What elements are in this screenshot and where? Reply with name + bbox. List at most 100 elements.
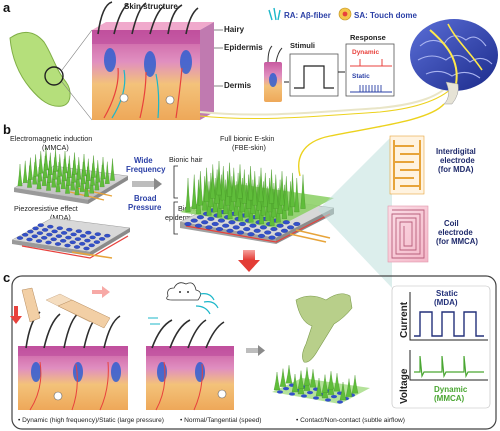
voltage-axis-label: Voltage bbox=[399, 368, 410, 404]
fbe-label-2: (FBE-skin) bbox=[232, 143, 266, 152]
fbe-hair-spike bbox=[279, 171, 285, 206]
fbe-dome bbox=[207, 216, 215, 221]
bionic-hair-spike bbox=[38, 151, 44, 174]
touch-dome bbox=[325, 398, 331, 402]
fbe-dome bbox=[190, 218, 198, 223]
panel-c: c bbox=[3, 270, 497, 430]
bracket-hair bbox=[173, 165, 178, 199]
zoom-line-top bbox=[61, 29, 93, 71]
bionic-dome bbox=[88, 243, 95, 248]
bracket-ed bbox=[173, 201, 178, 235]
bionic-hair-spike bbox=[85, 158, 91, 181]
bionic-dome bbox=[84, 238, 91, 243]
bionic-dome bbox=[47, 224, 54, 229]
fbe-dome bbox=[205, 225, 213, 230]
fbe-dome bbox=[238, 221, 246, 227]
fbe-dome bbox=[232, 225, 240, 230]
bionic-dome bbox=[70, 232, 77, 237]
fbe-hair-spike bbox=[216, 160, 222, 196]
bionic-dome bbox=[75, 229, 82, 234]
piezo-label-1: Piezoresistive effect bbox=[14, 204, 78, 213]
bionic-hair-spike bbox=[72, 152, 77, 175]
fbe-dome bbox=[211, 221, 219, 227]
static-signal-label-2: (MDA) bbox=[434, 298, 458, 307]
fbe-dome bbox=[196, 215, 204, 220]
interdigital-label-3: (for MDA) bbox=[438, 165, 474, 174]
bionic-dome bbox=[104, 233, 111, 238]
dynamic-signal-label-1: Dynamic bbox=[434, 385, 468, 394]
signal-box bbox=[391, 285, 491, 409]
touch-hair-spike bbox=[297, 370, 305, 389]
mda-layer-illustration bbox=[11, 217, 131, 259]
fbe-hair-spike bbox=[252, 171, 258, 206]
nerve-wire-yellow bbox=[199, 83, 457, 120]
response-label: Response bbox=[350, 33, 386, 42]
fbe-dome bbox=[243, 227, 251, 232]
touch-dome bbox=[301, 394, 307, 398]
bionic-dome bbox=[55, 234, 63, 238]
skin-sample-small bbox=[264, 45, 283, 102]
panel-a: a Skin structure Hairy Epidermis Dermis bbox=[3, 0, 498, 121]
fbe-dome bbox=[226, 228, 234, 233]
voltage-axes bbox=[409, 350, 488, 381]
fbe-hair-spike bbox=[226, 162, 233, 197]
touch-hair-spike bbox=[339, 381, 347, 401]
arm-illustration bbox=[9, 32, 71, 107]
touch-dome bbox=[289, 392, 295, 396]
skin-block-a bbox=[92, 1, 214, 120]
dynamic-signal-label-2: (MMCA) bbox=[434, 394, 465, 403]
panel-c-letter: c bbox=[3, 270, 10, 285]
fbe-dome bbox=[293, 221, 301, 227]
interdigital-label-2: electrode bbox=[440, 156, 475, 165]
fbe-dome bbox=[287, 225, 295, 230]
bionic-dome bbox=[60, 239, 67, 243]
bionic-dome bbox=[98, 237, 106, 241]
bionic-hair-label: Bionic hair bbox=[169, 155, 203, 164]
bionic-dome bbox=[32, 226, 39, 231]
bionic-dome bbox=[16, 236, 24, 240]
fbe-dome bbox=[270, 227, 278, 232]
wide-label-2: Frequency bbox=[126, 165, 166, 174]
fbe-hair-spike bbox=[294, 177, 300, 213]
bionic-dome bbox=[93, 240, 101, 244]
touch-hair-spike bbox=[309, 369, 317, 388]
fbe-dome bbox=[257, 233, 266, 238]
fbe-dome bbox=[268, 235, 276, 240]
fbe-dome bbox=[236, 230, 245, 235]
bionic-dome bbox=[31, 234, 38, 239]
skin-block-c-middle bbox=[146, 319, 234, 411]
bionic-dome bbox=[66, 227, 73, 232]
bionic-dome bbox=[83, 246, 90, 251]
fbe-dome bbox=[194, 223, 203, 228]
fbe-dome bbox=[184, 221, 192, 227]
bionic-dome bbox=[35, 239, 43, 243]
bionic-dome bbox=[94, 232, 101, 237]
bionic-hair-spike bbox=[110, 158, 115, 181]
panel-b-letter: b bbox=[3, 122, 11, 137]
fbe-skin-illustration bbox=[179, 160, 335, 244]
finger-press-illustration bbox=[10, 286, 111, 329]
touch-hair-spike bbox=[273, 371, 281, 391]
touch-dome bbox=[331, 394, 337, 399]
touch-hair-spike bbox=[303, 367, 311, 386]
layer-dermis-label: Dermis bbox=[224, 81, 252, 90]
response-box bbox=[345, 43, 395, 97]
fbe-hair-spike bbox=[300, 174, 306, 209]
interdigital-electrode-illustration bbox=[389, 135, 425, 195]
fbe-dome bbox=[253, 228, 261, 233]
bionic-dome bbox=[26, 237, 33, 242]
fbe-dome bbox=[217, 218, 225, 223]
stimuli-box bbox=[289, 53, 339, 97]
fbe-dome bbox=[222, 223, 230, 228]
bionic-dome bbox=[56, 226, 63, 231]
fbe-hair-spike bbox=[191, 174, 197, 209]
bionic-dome bbox=[74, 237, 82, 241]
static-spikes bbox=[350, 85, 392, 93]
stimuli-label: Stimuli bbox=[290, 41, 315, 50]
mmca-layer-illustration bbox=[13, 147, 129, 204]
skin-block-c-left bbox=[18, 311, 128, 411]
fbe-dome bbox=[274, 232, 282, 237]
fbe-hair-spike bbox=[289, 172, 296, 208]
touch-dome bbox=[313, 396, 319, 400]
